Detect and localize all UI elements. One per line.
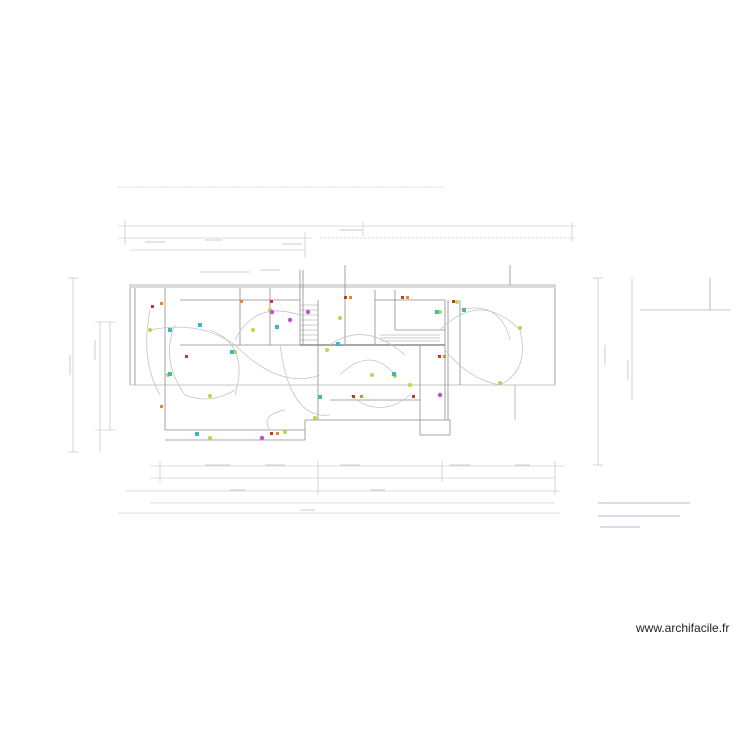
switch-icon [275,325,279,329]
outlet-icon [455,300,459,304]
outlet-icon [208,436,212,440]
switch-icon [318,395,322,399]
outlet-icon [283,430,287,434]
bottom-dimension-lines [118,461,565,514]
fixture-marker-icon [352,395,355,398]
fixture-marker-icon [344,296,347,299]
junction-box-icon [269,309,275,315]
switch-icon [198,323,202,327]
outlet-icon [208,394,212,398]
switch-icon [168,372,172,376]
outlet-icon [370,373,374,377]
switch-icon [462,308,466,312]
fixture-marker-icon [412,395,415,398]
fixture-marker-icon [160,405,163,408]
fixture-marker-icon [270,432,273,435]
title-block [598,502,690,528]
building-walls [129,265,556,441]
junction-box-icon [305,309,311,315]
fixture-marker-icon [452,300,455,303]
fixture-marker-icon [401,296,404,299]
outlet-icon [148,328,152,332]
fixture-marker-icon [240,300,243,303]
top-dimension-lines [118,186,575,258]
circuit-arcs [146,307,523,431]
fixture-marker-icon [185,355,188,358]
outlet-icon [408,383,412,387]
fixture-marker-icon [438,355,441,358]
outlet-icon [313,416,317,420]
switch-icon [168,328,172,332]
fixture-marker-icon [151,305,154,308]
outlet-icon [338,316,342,320]
junction-boxes [259,309,443,441]
junction-box-icon [437,392,443,398]
fixture-marker-icon [443,355,446,358]
outlet-icon [325,348,329,352]
fixture-marker-icon [160,302,163,305]
outlet-icon [518,326,522,330]
switch-icon [392,372,396,376]
fixture-marker-icon [270,300,273,303]
right-dimension-lines [593,277,730,466]
fixture-marker-icon [349,296,352,299]
left-dimension-lines [68,277,115,453]
switch-icon [435,310,439,314]
fixture-marker-icon [406,296,409,299]
fixture-marker-icon [276,432,279,435]
fixture-markers [151,296,455,435]
dimension-annotations [69,239,629,511]
outlet-icon [498,381,502,385]
watermark-text: www.archifacile.fr [636,621,730,635]
stair-detail [300,304,440,342]
switch-icon [230,350,234,354]
switch-icon [195,432,199,436]
switches [168,308,466,436]
junction-box-icon [259,435,265,441]
outlet-icon [251,328,255,332]
junction-box-icon [287,317,293,323]
fixture-marker-icon [360,395,363,398]
switch-icon [336,342,340,346]
